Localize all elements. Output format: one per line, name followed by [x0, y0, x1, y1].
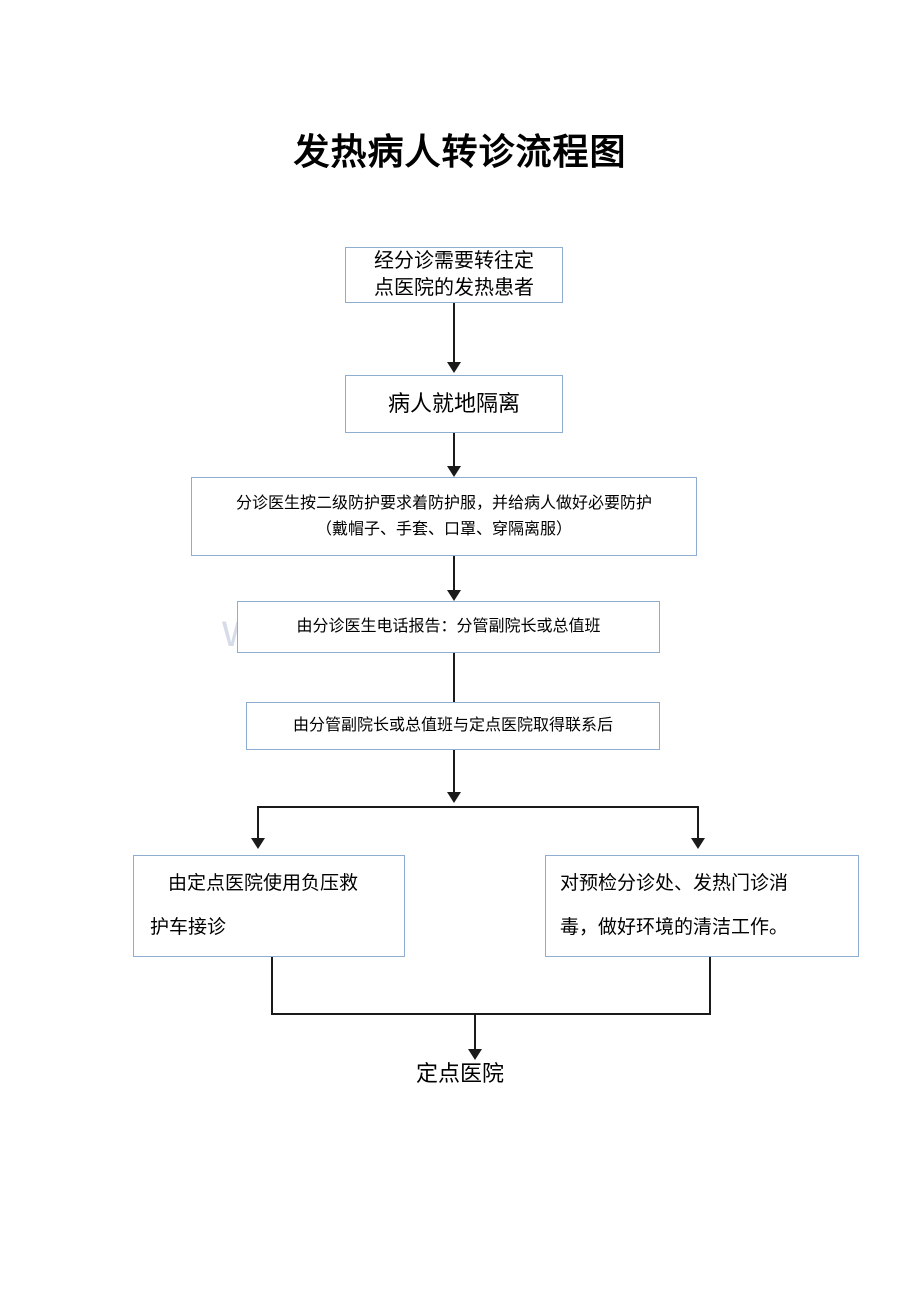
split-bar-top	[257, 806, 699, 808]
flow-node-line: （戴帽子、手套、口罩、穿隔离服）	[315, 520, 572, 538]
arrowhead-n2-n3	[447, 466, 461, 477]
connector-split-n6	[257, 806, 259, 838]
connector-n3-n4	[453, 556, 455, 590]
connector-n1-n2	[453, 303, 455, 362]
merge-bar-bottom	[271, 1013, 711, 1015]
flow-node-text: 分诊医生按二级防护要求着防护服，并给病人做好必要防护 （戴帽子、手套、口罩、穿隔…	[192, 491, 696, 543]
page-title: 发热病人转诊流程图	[293, 132, 627, 172]
arrowhead-n3-n4	[447, 590, 461, 601]
flow-node-text: 对预检分诊处、发热门诊消 毒，做好环境的清洁工作。	[546, 862, 858, 950]
connector-merge-terminal	[474, 1013, 476, 1049]
arrowhead-merge-terminal	[468, 1049, 482, 1060]
connector-split-n7	[697, 806, 699, 838]
connector-n2-n3	[453, 433, 455, 466]
flow-node-line: 经分诊需要转往定	[374, 250, 534, 272]
connector-n7-merge	[709, 957, 711, 1015]
flow-node-line: 点医院的发热患者	[374, 277, 534, 299]
flow-node-line: 分诊医生按二级防护要求着防护服，并给病人做好必要防护	[235, 494, 652, 512]
flow-node-level-two-protection: 分诊医生按二级防护要求着防护服，并给病人做好必要防护 （戴帽子、手套、口罩、穿隔…	[191, 477, 697, 556]
connector-n6-merge	[271, 957, 273, 1015]
flow-node-contact-designated-hospital: 由分管副院长或总值班与定点医院取得联系后	[246, 702, 660, 750]
flow-node-disinfect-clinic: 对预检分诊处、发热门诊消 毒，做好环境的清洁工作。	[545, 855, 859, 957]
flow-node-negative-pressure-ambulance: 由定点医院使用负压救 护车接诊	[133, 855, 405, 957]
flow-node-isolate-patient-on-site: 病人就地隔离	[345, 375, 563, 433]
flow-node-line: 毒，做好环境的清洁工作。	[560, 917, 789, 938]
flow-node-line: 由定点医院使用负压救	[168, 873, 359, 894]
flow-node-text: 由分诊医生电话报告：分管副院长或总值班	[296, 618, 601, 635]
flow-node-fever-patient-referral: 经分诊需要转往定 点医院的发热患者	[345, 247, 563, 303]
flow-node-text: 病人就地隔离	[387, 391, 520, 416]
flow-node-designated-hospital-terminal: 定点医院	[415, 1061, 504, 1086]
arrowhead-n5-split	[447, 792, 461, 803]
arrowhead-split-n6	[251, 838, 265, 849]
connector-n4-n5	[453, 653, 455, 702]
flow-node-line: 对预检分诊处、发热门诊消	[560, 873, 789, 894]
flow-node-line: 护车接诊	[150, 917, 227, 938]
arrowhead-split-n7	[691, 838, 705, 849]
flow-node-text: 由分管副院长或总值班与定点医院取得联系后	[292, 717, 613, 734]
flow-node-text: 由定点医院使用负压救 护车接诊	[134, 862, 404, 950]
flow-node-phone-report: 由分诊医生电话报告：分管副院长或总值班	[237, 601, 660, 653]
flow-node-text: 经分诊需要转往定 点医院的发热患者	[346, 248, 562, 302]
arrowhead-n1-n2	[447, 362, 461, 373]
connector-n5-split	[453, 750, 455, 792]
